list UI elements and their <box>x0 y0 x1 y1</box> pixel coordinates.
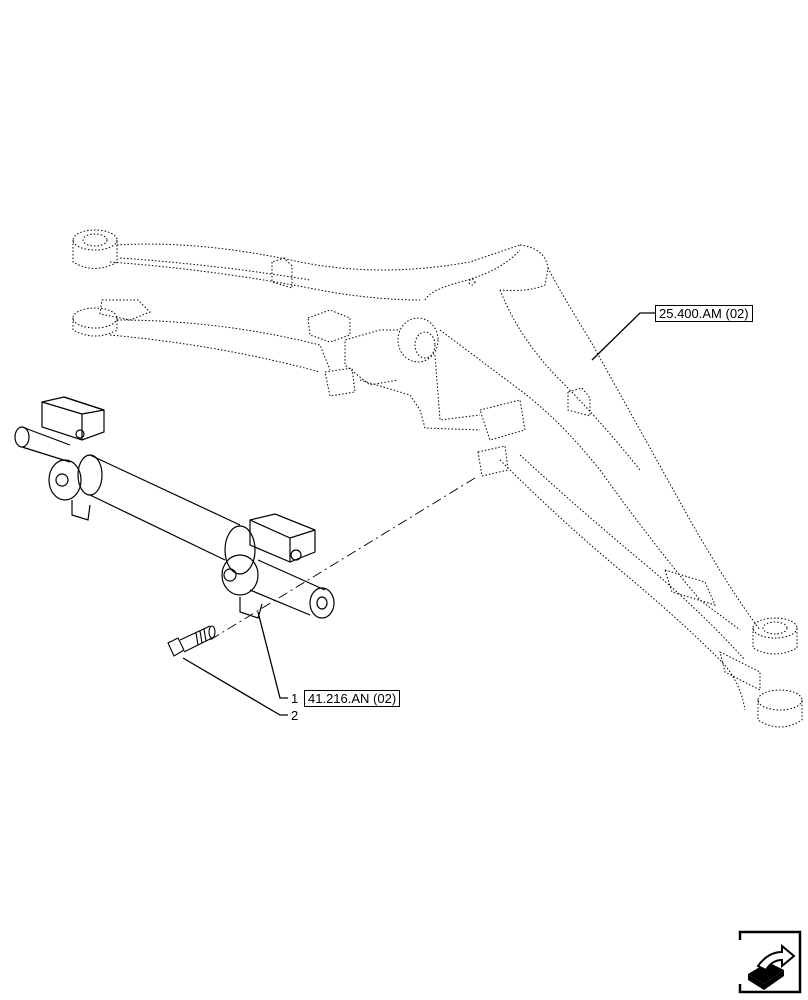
next-page-arrow-icon[interactable] <box>738 930 802 994</box>
center-line <box>209 477 476 641</box>
steering-cylinder <box>14 396 335 619</box>
leader-item-1 <box>257 611 288 699</box>
front-axle-assembly <box>72 229 803 728</box>
leader-item-2 <box>182 657 288 716</box>
axle-reference-label[interactable]: 25.400.AM (02) <box>655 305 753 322</box>
leader-lines <box>182 312 660 716</box>
item-number-2: 2 <box>291 708 299 723</box>
cylinder-reference-label[interactable]: 41.216.AN (02) <box>304 690 401 707</box>
item-number-1: 1 <box>291 691 299 706</box>
bolt <box>167 625 216 657</box>
leader-axle <box>591 312 660 361</box>
